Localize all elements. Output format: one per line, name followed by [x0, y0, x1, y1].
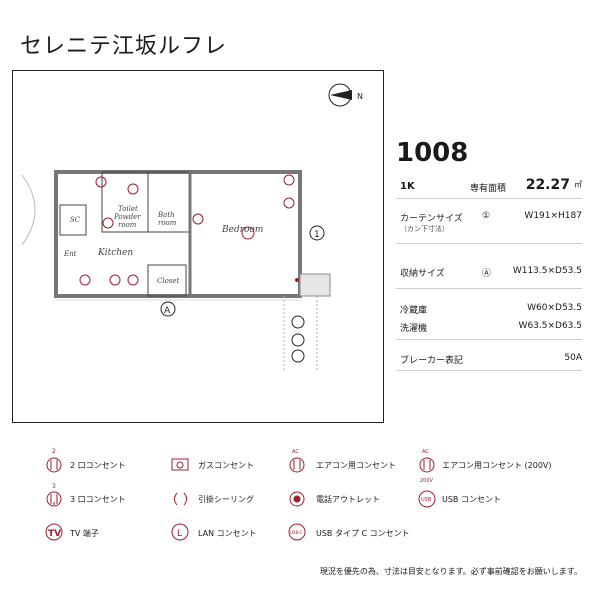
legend-ac: エアコン用コンセント [316, 461, 396, 470]
legend-outlet2: 2 口コンセント [70, 461, 126, 470]
fridge-value: W60×D53.5 [527, 303, 582, 313]
label-room: room [118, 221, 137, 229]
label-powder: Powder [113, 213, 141, 221]
usbc-outlet-icon: USB-C [288, 523, 306, 541]
tv-icon: TV [45, 523, 63, 541]
lan-icon [291, 349, 305, 363]
tv-icon [291, 333, 305, 347]
spec-row-breaker: ブレーカー表記 50A [396, 340, 582, 371]
area-value: 22.27 [525, 177, 570, 193]
legend-phone: 電話アウトレット [316, 495, 380, 504]
legend-ceiling: 引掛シーリング [198, 495, 254, 504]
outlet-icon [192, 213, 204, 225]
room-number: 1008 [396, 138, 469, 168]
lan-icon: L [171, 523, 189, 541]
outlet-icon [102, 217, 114, 229]
svg-text:USB: USB [421, 497, 432, 503]
closet [147, 264, 187, 297]
svg-text:1: 1 [314, 230, 320, 240]
legend-usbc: USB タイプ C コンセント [316, 529, 410, 538]
storage-label: 収納サイズ [400, 269, 445, 279]
washer-label: 洗濯機 [400, 324, 428, 334]
legend-tv: TV 端子 [70, 529, 99, 538]
spec-row-storage: 収納サイズ Ⓐ W113.5×D53.5 [396, 244, 582, 289]
curtain-sub: （カン下寸法） [400, 225, 449, 233]
disclaimer-note: 現況を優先の為、寸法は目安となります。必ず事前確認をお願いします。 [319, 567, 582, 576]
breaker-value: 50A [564, 353, 582, 363]
label-bedroom: Bedroom [221, 225, 263, 235]
legend-icons: 2 AC AC 200V 3 U [45, 448, 436, 541]
spec-row-area: 1K 専有面積 22.27 ㎡ [396, 170, 582, 199]
layout-type: 1K [400, 181, 415, 192]
svg-text:3: 3 [52, 483, 56, 490]
label-closet: Closet [157, 277, 180, 285]
legend-outlet3: 3 口コンセント [70, 495, 126, 504]
ceiling-icon [174, 492, 187, 506]
svg-text:2: 2 [52, 448, 56, 455]
ac-outlet-icon [283, 174, 295, 186]
marker-a: A [160, 301, 176, 317]
outlet-icon [109, 274, 121, 286]
breaker-label: ブレーカー表記 [400, 356, 464, 366]
gas-outlet-icon [171, 458, 189, 471]
usb-outlet-icon: USB [418, 490, 436, 508]
legend-gas: ガスコンセント [198, 461, 254, 470]
phone-outlet-icon [289, 491, 305, 507]
svg-text:USB-C: USB-C [290, 530, 303, 535]
svg-text:TV: TV [48, 529, 61, 539]
area-unit: ㎡ [574, 180, 582, 189]
spec-row-curtain: カーテンサイズ （カン下寸法） ① W191×H187 [396, 199, 582, 244]
legend-lan: LAN コンセント [198, 529, 257, 538]
storage-value: W113.5×D53.5 [512, 266, 582, 276]
ceiling-icon [241, 226, 255, 240]
svg-text:AC: AC [422, 449, 429, 455]
label-kitchen: Kitchen [97, 248, 133, 258]
label-sc: SC [70, 216, 81, 224]
outlet-2-icon: 2 [46, 448, 62, 473]
fridge-label: 冷蔵庫 [400, 306, 428, 316]
svg-text:200V: 200V [420, 478, 434, 484]
floor-plan-frame [12, 70, 384, 423]
marker-1: 1 [309, 225, 325, 241]
curtain-marker: ① [482, 211, 491, 221]
label-bathroom: room [158, 219, 177, 227]
label-ent: Ent [63, 250, 77, 258]
washer-value: W63.5×D63.5 [518, 321, 582, 331]
legend-ac200: エアコン用コンセント (200V) [442, 461, 552, 470]
curtain-value: W191×H187 [524, 211, 582, 221]
label-toilet: Toilet [118, 205, 138, 213]
floor-plan: N Toilet Powder room Bath room Bedroom K… [21, 83, 363, 370]
outlet-icon [283, 197, 295, 209]
ac-outlet-icon: AC [289, 449, 305, 473]
property-title: セレニテ江坂ルフレ [20, 34, 228, 59]
outlet-icon [79, 274, 91, 286]
ac200-outlet-icon [127, 274, 139, 286]
label-bath: Bath [157, 211, 175, 219]
north-arrow: N [328, 83, 363, 107]
spec-table: 1K 専有面積 22.27 ㎡ カーテンサイズ （カン下寸法） ① W191×H… [396, 170, 582, 371]
spec-row-appliances: 冷蔵庫 W60×D53.5 洗濯機 W63.5×D63.5 [396, 289, 582, 340]
legend-usb: USB コンセント [442, 495, 501, 504]
outlet-icon [95, 176, 107, 188]
svg-text:AC: AC [292, 449, 299, 455]
north-label: N [357, 92, 363, 101]
ac200-outlet-icon: AC 200V [419, 449, 435, 484]
curtain-label: カーテンサイズ [400, 214, 463, 224]
outlet-icon [127, 183, 139, 195]
outlet-3-icon: 3 [46, 483, 62, 507]
area-label: 専有面積 [470, 184, 507, 194]
outlet-icon [291, 315, 305, 329]
svg-text:A: A [164, 306, 171, 316]
svg-text:L: L [177, 529, 182, 539]
storage-marker: Ⓐ [482, 269, 492, 279]
